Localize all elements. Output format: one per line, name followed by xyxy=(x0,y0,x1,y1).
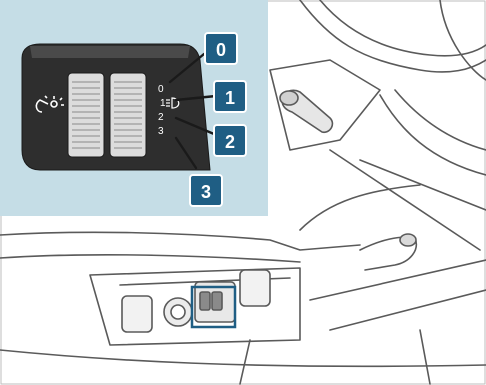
thumbwheel-left xyxy=(68,73,104,157)
svg-text:2: 2 xyxy=(225,132,235,152)
scale-mark-3: 3 xyxy=(158,126,164,137)
thumbwheel-right xyxy=(110,73,146,157)
scale-mark-2: 2 xyxy=(158,112,164,123)
inset-detail-panel: 0 1 2 3 0 1 2 xyxy=(0,0,268,216)
scale-mark-1: 1 xyxy=(160,98,166,109)
scale-mark-0: 0 xyxy=(158,84,164,95)
svg-text:3: 3 xyxy=(201,182,211,202)
callout-1: 1 xyxy=(214,81,246,112)
callout-3: 3 xyxy=(190,175,222,206)
callout-2: 2 xyxy=(214,125,246,156)
callout-0: 0 xyxy=(205,33,237,64)
svg-text:0: 0 xyxy=(216,40,226,60)
svg-text:1: 1 xyxy=(225,88,235,108)
